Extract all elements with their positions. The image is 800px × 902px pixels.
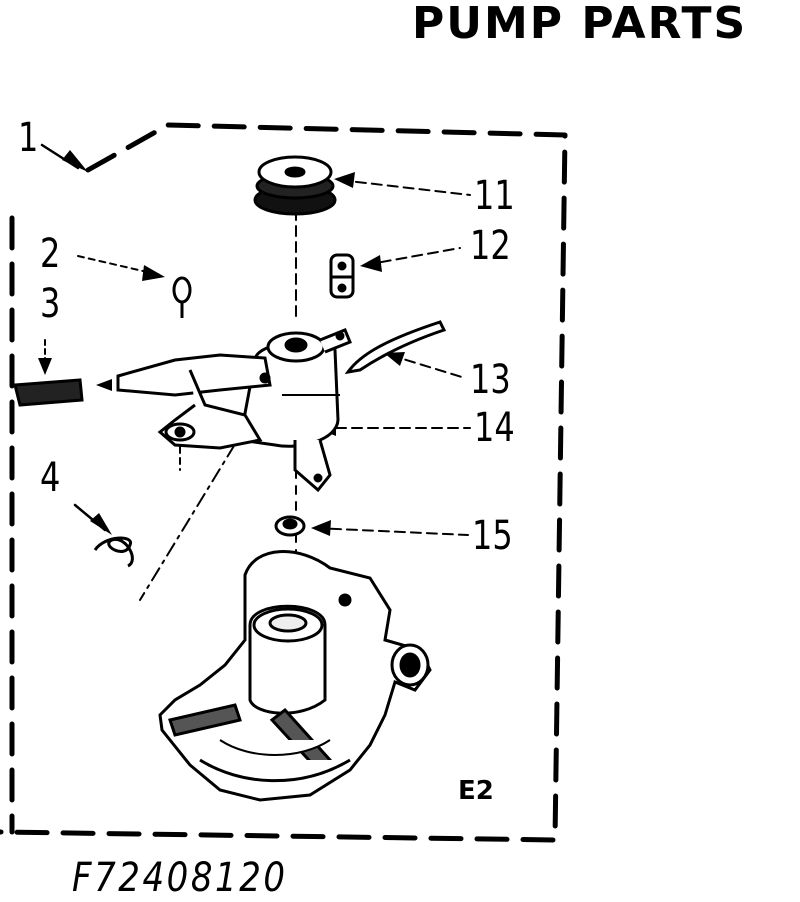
section-code: E2 [458,776,494,806]
callout-4: 4 [40,455,61,501]
lever-arm-part [116,353,272,450]
callout-12: 12 [470,223,511,269]
callout-2: 2 [40,231,61,277]
pin-part [172,276,192,318]
clip-part [329,253,355,299]
pad-part [13,378,84,407]
assembly-boundary [0,122,568,843]
wire-link-part [344,320,447,375]
leader-13 [389,354,466,379]
callout-13: 13 [470,357,511,403]
page-title: PUMP PARTS [412,0,748,49]
document-number: F72408120 [72,855,288,901]
pulley-part [253,155,337,216]
seal-washer-part [274,515,306,537]
pump-housing-part [238,328,352,493]
callout-1: 1 [18,115,39,161]
callout-14: 14 [474,405,515,451]
leader-11 [339,179,471,196]
callout-11: 11 [474,173,515,219]
leader-15 [314,527,469,536]
pump-base-part [158,550,432,802]
callout-3: 3 [40,281,61,327]
spring-clip-part [93,536,134,568]
callout-15: 15 [472,513,513,559]
